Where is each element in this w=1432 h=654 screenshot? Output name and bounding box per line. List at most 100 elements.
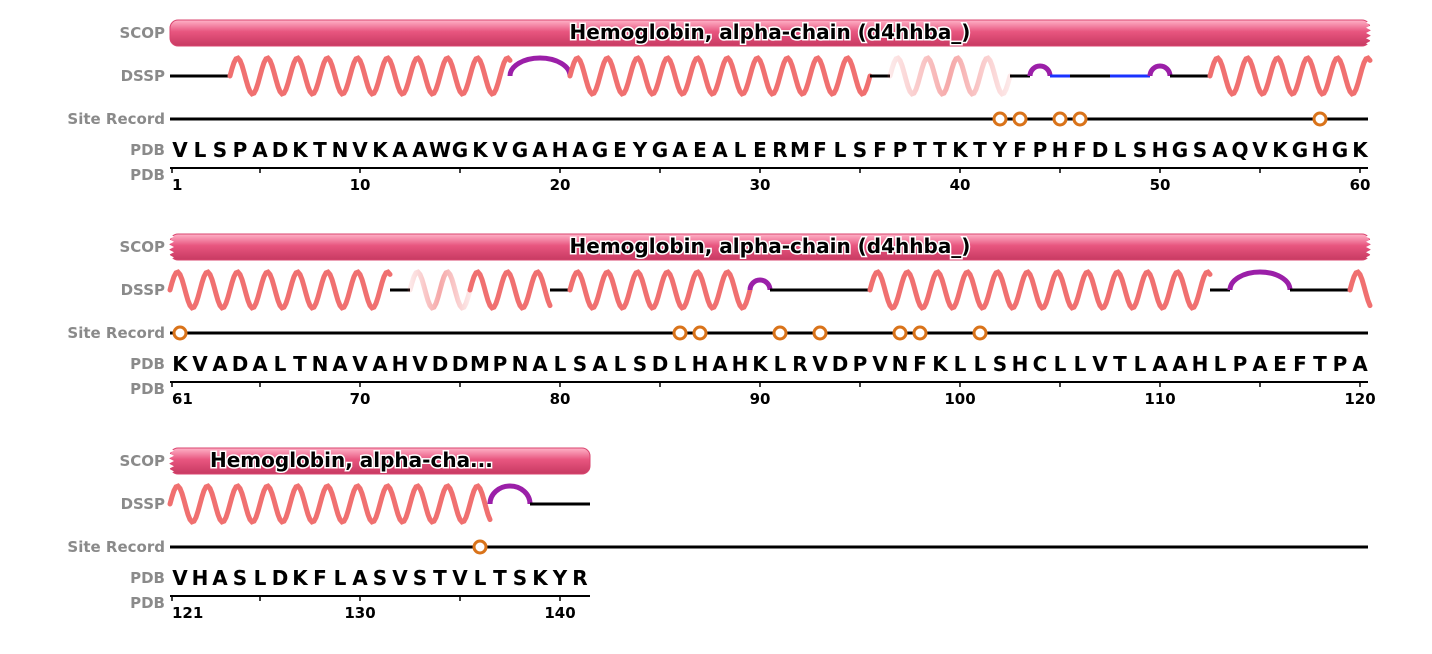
dssp-helix-21-35[interactable]	[567, 55, 873, 97]
residue-89[interactable]: H	[732, 352, 749, 376]
dssp-helix-96-112[interactable]	[867, 269, 1213, 311]
residue-120[interactable]: A	[1352, 352, 1368, 376]
residue-75[interactable]: D	[452, 352, 469, 376]
residue-13[interactable]: A	[412, 138, 428, 162]
residue-26[interactable]: A	[672, 138, 688, 162]
residue-1[interactable]: V	[172, 138, 188, 162]
site-marker-58[interactable]	[1312, 111, 1328, 127]
site-marker-45[interactable]	[1052, 111, 1068, 127]
residue-21[interactable]: A	[572, 138, 588, 162]
site-marker-101[interactable]	[972, 325, 988, 341]
residue-108[interactable]: T	[1113, 352, 1127, 376]
residue-116[interactable]: E	[1273, 352, 1287, 376]
residue-104[interactable]: C	[1033, 352, 1048, 376]
residue-66[interactable]: L	[274, 352, 287, 376]
residue-39[interactable]: T	[933, 138, 947, 162]
residue-129[interactable]: L	[334, 566, 347, 590]
site-marker-87[interactable]	[692, 325, 708, 341]
residue-42[interactable]: Y	[992, 138, 1008, 162]
site-marker-93[interactable]	[812, 325, 828, 341]
site-marker-91[interactable]	[772, 325, 788, 341]
residue-55[interactable]: V	[1252, 138, 1268, 162]
residue-41[interactable]: T	[973, 138, 987, 162]
residue-52[interactable]: S	[1193, 138, 1207, 162]
residue-136[interactable]: L	[474, 566, 487, 590]
residue-16[interactable]: K	[472, 138, 489, 162]
residue-19[interactable]: A	[532, 138, 548, 162]
site-marker-43[interactable]	[1012, 111, 1028, 127]
residue-127[interactable]: K	[292, 566, 309, 590]
residue-101[interactable]: L	[974, 352, 987, 376]
residue-20[interactable]: H	[552, 138, 569, 162]
residue-48[interactable]: L	[1114, 138, 1127, 162]
residue-85[interactable]: D	[652, 352, 669, 376]
residue-105[interactable]: L	[1054, 352, 1067, 376]
residue-40[interactable]: K	[952, 138, 969, 162]
residue-22[interactable]: G	[592, 138, 608, 162]
residue-50[interactable]: H	[1152, 138, 1169, 162]
residue-62[interactable]: V	[192, 352, 208, 376]
residue-112[interactable]: H	[1192, 352, 1209, 376]
residue-79[interactable]: A	[532, 352, 548, 376]
residue-123[interactable]: A	[212, 566, 228, 590]
residue-72[interactable]: H	[392, 352, 409, 376]
residue-133[interactable]: S	[413, 566, 427, 590]
dssp-helix-76-79[interactable]	[467, 269, 553, 311]
residue-61[interactable]: K	[172, 352, 189, 376]
residue-94[interactable]: D	[832, 352, 849, 376]
residue-51[interactable]: G	[1172, 138, 1188, 162]
residue-74[interactable]: D	[432, 352, 449, 376]
residue-69[interactable]: A	[332, 352, 348, 376]
residue-98[interactable]: F	[913, 352, 927, 376]
residue-99[interactable]: K	[932, 352, 949, 376]
residue-2[interactable]: L	[194, 138, 207, 162]
residue-10[interactable]: V	[352, 138, 368, 162]
residue-73[interactable]: V	[412, 352, 428, 376]
residue-102[interactable]: S	[993, 352, 1007, 376]
site-marker-46[interactable]	[1072, 111, 1088, 127]
residue-29[interactable]: L	[734, 138, 747, 162]
residue-63[interactable]: A	[212, 352, 228, 376]
residue-60[interactable]: K	[1352, 138, 1369, 162]
residue-141[interactable]: R	[572, 566, 587, 590]
residue-33[interactable]: F	[813, 138, 827, 162]
residue-71[interactable]: A	[372, 352, 388, 376]
dssp-helix-53-60[interactable]	[1207, 55, 1373, 97]
residue-18[interactable]: G	[512, 138, 528, 162]
residue-56[interactable]: K	[1272, 138, 1289, 162]
dssp-helix-4-17[interactable]	[227, 55, 513, 97]
dssp-turn-18-20[interactable]	[507, 55, 573, 77]
residue-25[interactable]: G	[652, 138, 668, 162]
residue-30[interactable]: E	[753, 138, 767, 162]
residue-137[interactable]: T	[493, 566, 507, 590]
dssp-helix-81-89[interactable]	[567, 269, 753, 311]
residue-3[interactable]: S	[213, 138, 227, 162]
site-marker-86[interactable]	[672, 325, 688, 341]
residue-83[interactable]: L	[614, 352, 627, 376]
residue-138[interactable]: S	[513, 566, 527, 590]
residue-64[interactable]: D	[232, 352, 249, 376]
residue-82[interactable]: A	[592, 352, 608, 376]
residue-9[interactable]: N	[332, 138, 349, 162]
residue-122[interactable]: H	[192, 566, 209, 590]
residue-57[interactable]: G	[1292, 138, 1308, 162]
residue-43[interactable]: F	[1013, 138, 1027, 162]
dssp-turn-44-44[interactable]	[1027, 63, 1053, 77]
residue-67[interactable]: T	[293, 352, 307, 376]
dssp-helix-120-120[interactable]	[1347, 269, 1373, 309]
residue-36[interactable]: F	[873, 138, 887, 162]
site-marker-61[interactable]	[172, 325, 188, 341]
residue-111[interactable]: A	[1172, 352, 1188, 376]
residue-106[interactable]: L	[1074, 352, 1087, 376]
residue-96[interactable]: V	[872, 352, 888, 376]
residue-80[interactable]: L	[554, 352, 567, 376]
residue-86[interactable]: L	[674, 352, 687, 376]
residue-44[interactable]: P	[1033, 138, 1048, 162]
residue-90[interactable]: K	[752, 352, 769, 376]
residue-115[interactable]: A	[1252, 352, 1268, 376]
site-marker-42[interactable]	[992, 111, 1008, 127]
residue-124[interactable]: S	[233, 566, 247, 590]
residue-6[interactable]: D	[272, 138, 289, 162]
residue-5[interactable]: A	[252, 138, 268, 162]
residue-107[interactable]: V	[1092, 352, 1108, 376]
